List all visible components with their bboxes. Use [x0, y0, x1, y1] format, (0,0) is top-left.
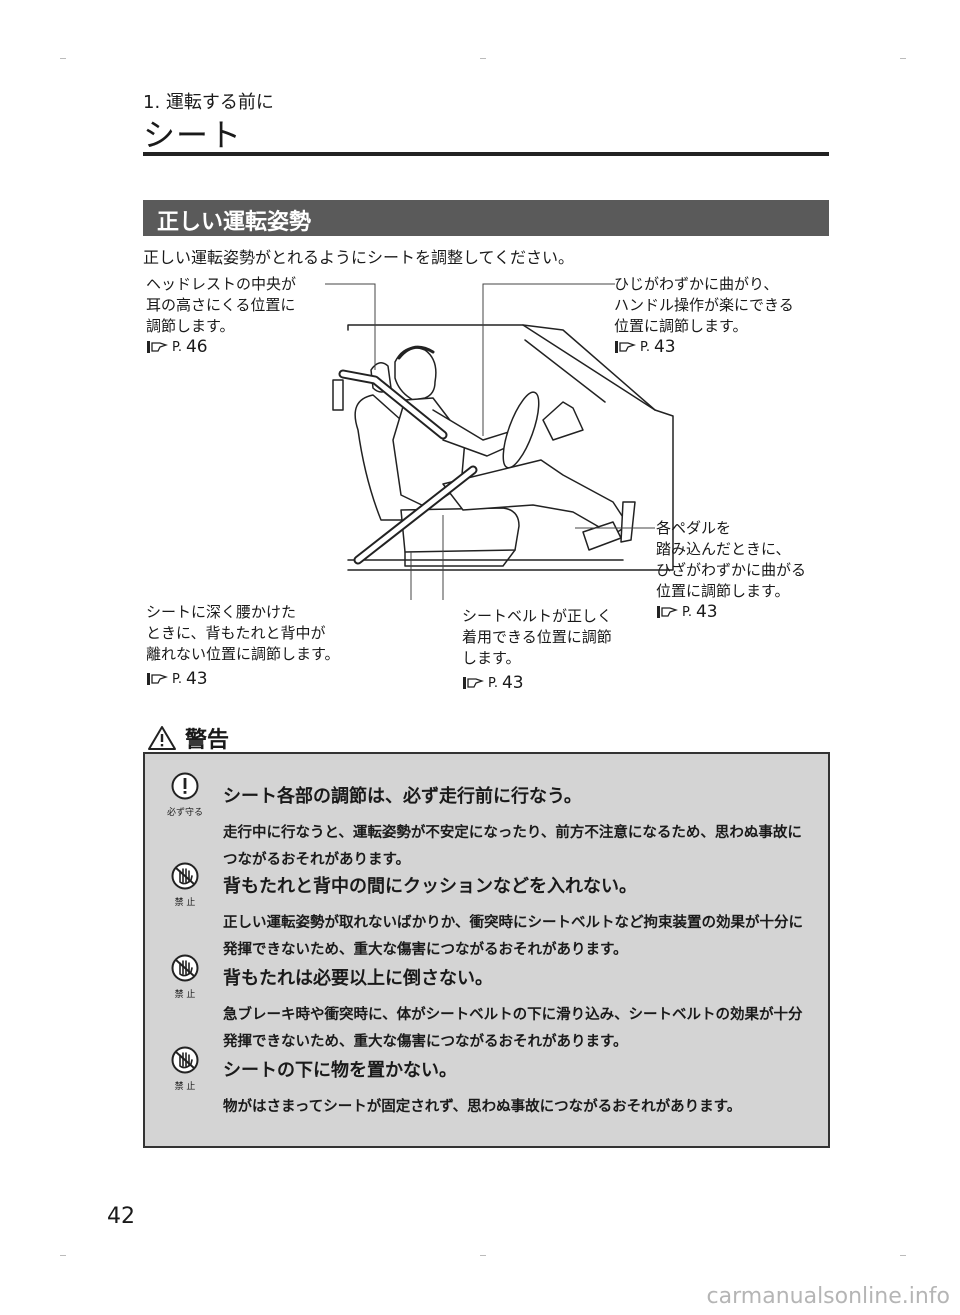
seatbelt	[355, 467, 476, 563]
pointing-hand-icon	[657, 606, 678, 618]
warning-item-icon: 禁 止	[165, 862, 205, 908]
driver-legs	[442, 459, 629, 536]
warning-item-heading: 背もたれと背中の間にクッションなどを入れない。	[223, 876, 637, 897]
prohibition-hand-icon	[171, 862, 199, 890]
page-reference: P. 43	[146, 669, 340, 689]
warning-item-body: 正しい運転姿勢が取れないばかりか、衝突時にシートベルトなど拘束装置の効果が十分に…	[223, 915, 803, 958]
pointing-hand-icon	[463, 677, 484, 689]
warning-triangle-icon	[148, 726, 176, 750]
warning-title: 警告	[185, 728, 230, 753]
warning-item-body: 走行中に行なうと、運転姿勢が不安定になったり、前方不注意になるため、思わぬ事故に…	[223, 825, 802, 868]
exclamation-icon	[171, 772, 199, 800]
warning-item-body: 物がはさまってシートが固定されず、思わぬ事故につながるおそれがあります。	[223, 1099, 742, 1115]
crop-mark	[480, 58, 486, 59]
page-reference: P. 43	[462, 673, 612, 693]
page-reference: P. 43	[656, 602, 806, 622]
watermark: carmanualsonline.info	[706, 1284, 950, 1309]
prohibition-hand-icon	[171, 1046, 199, 1074]
callout-seatback: シートに深く腰かけた ときに、背もたれと背中が 離れない位置に調節します。 P.…	[146, 603, 340, 689]
pedal	[620, 501, 636, 543]
warning-heading: 警告	[147, 722, 229, 754]
section-banner: 正しい運転姿勢	[143, 200, 829, 236]
warning-box: 必ず守る シート各部の調節は、必ず走行前に行なう。 走行中に行なうと、運転姿勢が…	[143, 752, 830, 1148]
prohibition-hand-icon	[171, 954, 199, 982]
seat-cushion	[400, 507, 520, 553]
callout-elbow: ひじがわずかに曲がり、 ハンドル操作が楽にできる 位置に調節します。 P. 43	[614, 275, 794, 357]
title-divider	[143, 152, 829, 156]
warning-item-heading: 背もたれは必要以上に倒さない。	[223, 968, 493, 989]
section-label: 1. 運転する前に	[143, 92, 274, 113]
callout-seatbelt: シートベルトが正しく 着用できる位置に調節 します。 P. 43	[462, 607, 613, 693]
callout-pedal: 各ペダルを 踏み込んだときに、 ひざがわずかに曲がる 位置に調節します。 P. …	[656, 519, 807, 622]
page-title: シート	[143, 116, 243, 154]
intro-text: 正しい運転姿勢がとれるようにシートを調整してください。	[143, 248, 575, 267]
crop-mark	[900, 1255, 906, 1256]
warning-item-icon: 必ず守る	[165, 772, 205, 818]
steering-wheel	[502, 391, 540, 469]
section-banner-label: 正しい運転姿勢	[157, 210, 312, 235]
page-reference: P. 43	[614, 337, 794, 357]
crop-mark	[480, 1255, 486, 1256]
crop-mark	[900, 58, 906, 59]
warning-item-icon: 禁 止	[165, 954, 205, 1000]
warning-item-body: 急ブレーキ時や衝突時に、体がシートベルトの下に滑り込み、シートベルトの効果が十分…	[223, 1007, 803, 1050]
crop-mark	[60, 1255, 66, 1256]
crop-mark	[60, 58, 66, 59]
page-reference: P. 46	[146, 337, 296, 357]
warning-item-heading: シートの下に物を置かない。	[223, 1060, 457, 1081]
warning-item-heading: シート各部の調節は、必ず走行前に行なう。	[223, 786, 582, 807]
pointing-hand-icon	[147, 673, 168, 685]
pointing-hand-icon	[147, 341, 168, 353]
warning-item-icon: 禁 止	[165, 1046, 205, 1092]
pointing-hand-icon	[615, 341, 636, 353]
driving-posture-illustration	[325, 283, 674, 600]
callout-headrest: ヘッドレストの中央が 耳の高さにくる位置に 調節します。 P. 46	[146, 275, 297, 357]
page-number: 42	[107, 1204, 135, 1229]
